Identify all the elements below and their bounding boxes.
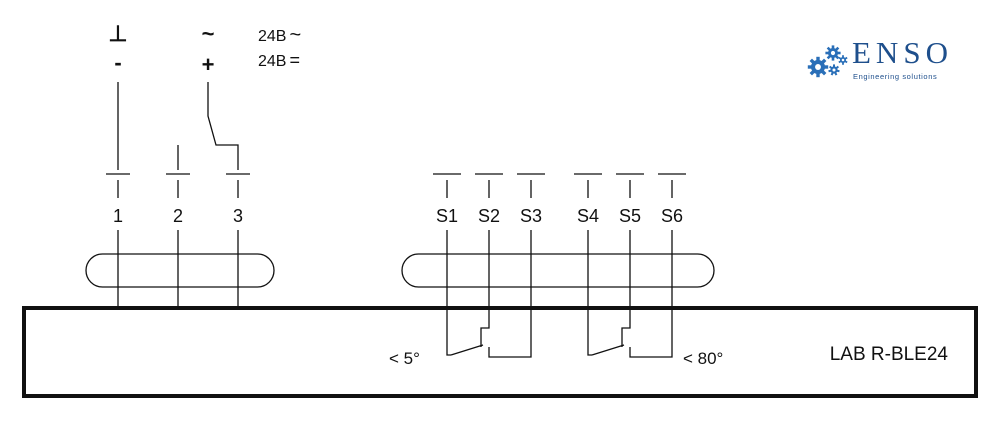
- switch-terminal-s1-label: S1: [436, 206, 458, 226]
- actuator-housing: [22, 306, 978, 398]
- switch-terminal-s4-label: S4: [577, 206, 599, 226]
- switch-terminal-contacts: [433, 173, 686, 198]
- plus-symbol: +: [202, 52, 215, 77]
- switch-1-angle-label: < 5°: [389, 349, 420, 368]
- dc-symbol: =: [289, 50, 300, 70]
- ac-symbol: ~: [289, 24, 301, 46]
- switch-terminal-s2-label: S2: [478, 206, 500, 226]
- wire-plus-switch: [207, 82, 239, 170]
- ground-symbol: ⊥: [108, 21, 127, 46]
- logo-name: ENSO: [852, 35, 953, 70]
- dc-voltage-value: 24B: [258, 53, 286, 70]
- gears-icon: [807, 45, 848, 78]
- enso-logo: ENSO Engineering solutions: [807, 35, 953, 81]
- aux-switch-2-wiring: [587, 230, 673, 358]
- ac-voltage-label: 24B~: [258, 24, 301, 46]
- switch-terminal-s5-label: S5: [619, 206, 641, 226]
- switch-cable-grommet: [401, 253, 715, 288]
- ac-voltage-value: 24B: [258, 28, 286, 45]
- switch-2-angle-label: < 80°: [683, 349, 723, 368]
- ac-tilde-symbol: ~: [202, 21, 215, 46]
- minus-symbol: -: [114, 50, 121, 75]
- terminal-1-label: 1: [113, 206, 123, 226]
- aux-switch-1-wiring: [446, 230, 532, 358]
- terminal-2-label: 2: [173, 206, 183, 226]
- switch-terminal-s6-label: S6: [661, 206, 683, 226]
- dc-voltage-label: 24B=: [258, 50, 300, 70]
- terminal-contacts: [106, 173, 250, 198]
- power-cable-grommet: [85, 253, 275, 288]
- switch-terminal-s3-label: S3: [520, 206, 542, 226]
- device-model-label: LAB R-BLE24: [830, 344, 949, 365]
- logo-tagline: Engineering solutions: [853, 72, 937, 81]
- terminal-3-label: 3: [233, 206, 243, 226]
